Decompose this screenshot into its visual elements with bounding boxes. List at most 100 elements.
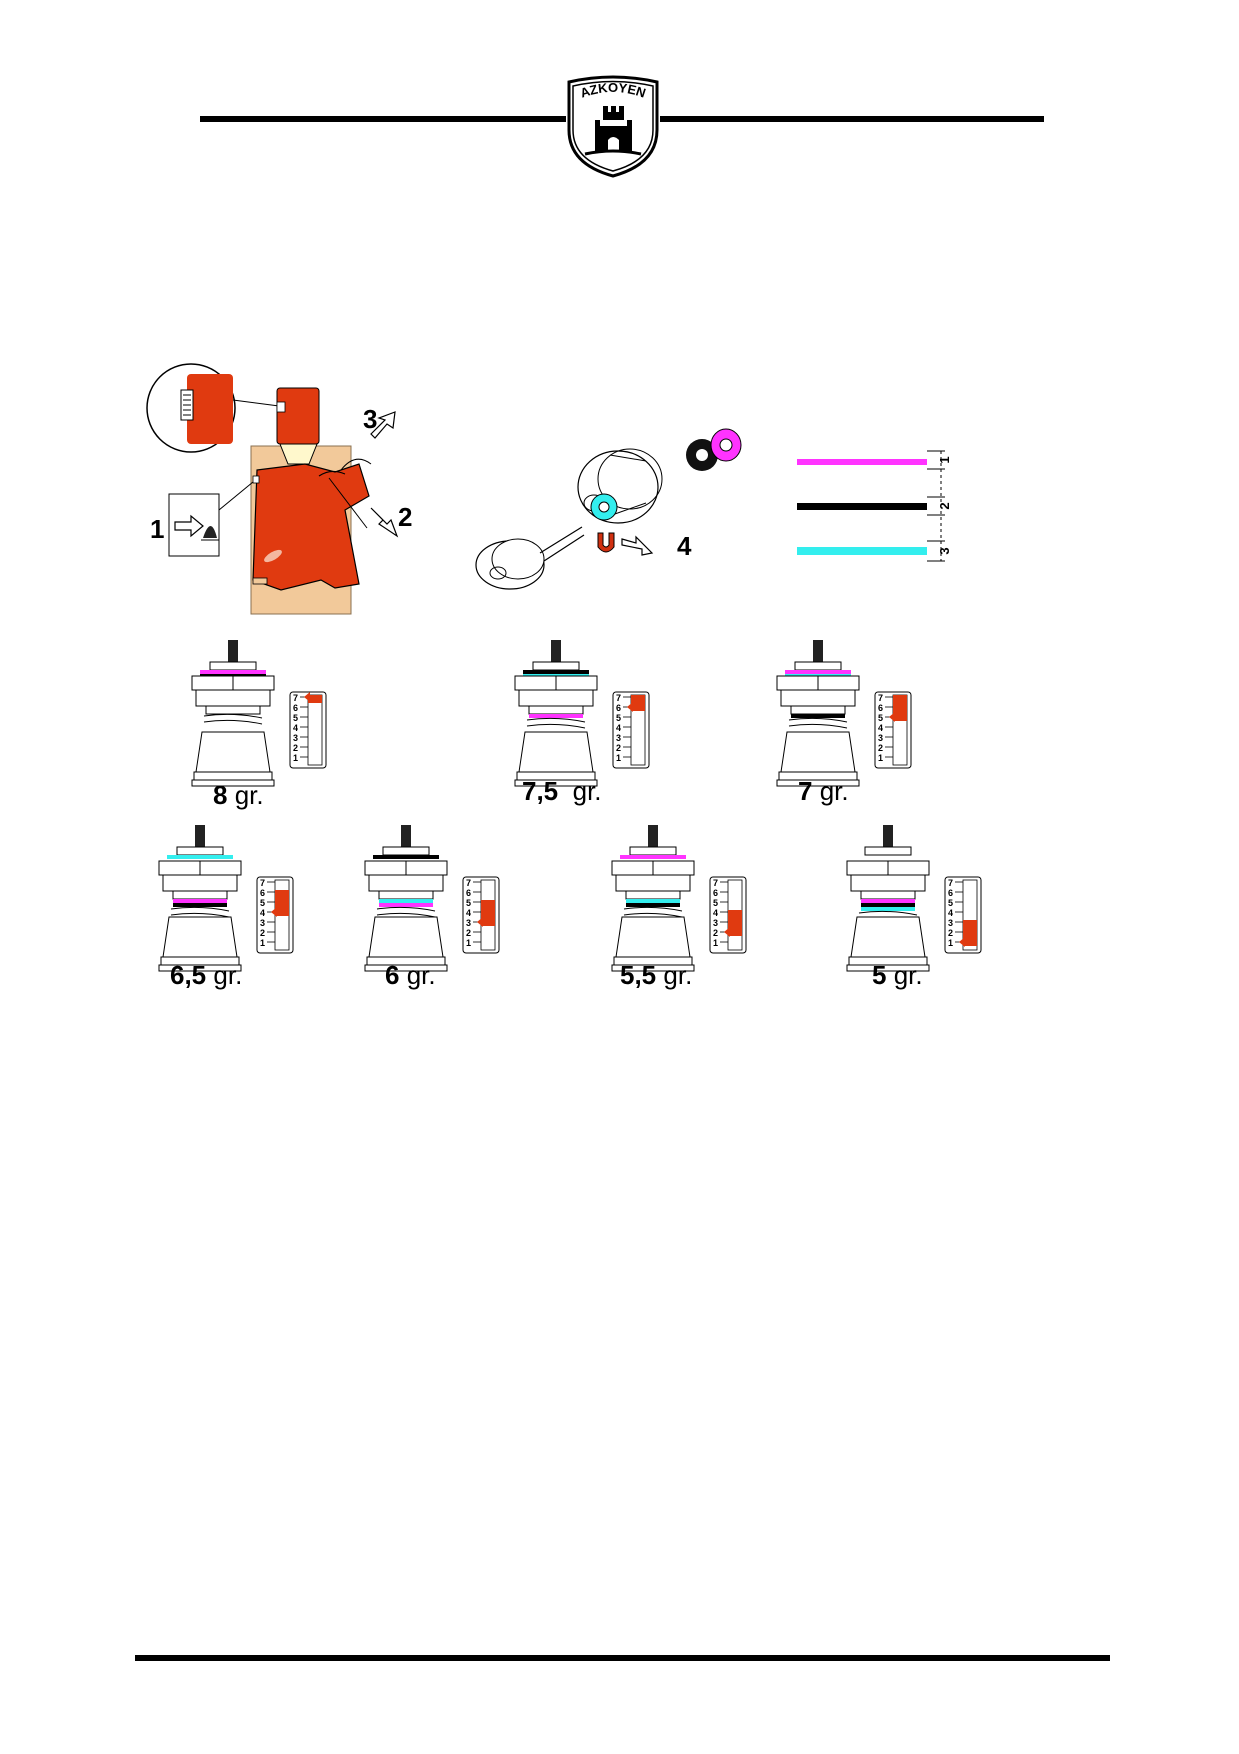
scale-number: 7 bbox=[713, 878, 718, 888]
scale-number: 7 bbox=[948, 878, 953, 888]
weight-label-7: 5 gr. bbox=[872, 960, 923, 991]
scale-level-fill bbox=[308, 695, 322, 703]
scale-number: 2 bbox=[260, 928, 265, 938]
scale-number: 3 bbox=[878, 733, 883, 743]
scale-number: 1 bbox=[260, 938, 265, 948]
scale-level-fill bbox=[481, 900, 495, 926]
scale-number: 7 bbox=[878, 693, 883, 703]
validator-assembly-diagram bbox=[475, 428, 742, 590]
scale-number: 5 bbox=[713, 898, 718, 908]
scale-number: 2 bbox=[466, 928, 471, 938]
weight-label-3: 7 gr. bbox=[798, 776, 849, 807]
svg-text:AZKOYEN: AZKOYEN bbox=[578, 80, 647, 101]
scale-number: 6 bbox=[948, 888, 953, 898]
scale-pointer bbox=[627, 702, 633, 712]
weight-unit: gr. bbox=[656, 960, 693, 990]
scale-pointer bbox=[271, 907, 277, 917]
machine-diagram bbox=[146, 363, 399, 615]
scale-number: 3 bbox=[948, 918, 953, 928]
scale-number: 2 bbox=[948, 928, 953, 938]
scale-number: 3 bbox=[713, 918, 718, 928]
weight-unit: gr. bbox=[812, 776, 849, 806]
scale-number: 3 bbox=[616, 733, 621, 743]
scale-pointer bbox=[304, 692, 310, 702]
scale-number: 7 bbox=[293, 693, 298, 703]
scale-number: 6 bbox=[878, 703, 883, 713]
scale-level-fill bbox=[631, 695, 645, 711]
scale-number: 5 bbox=[293, 713, 298, 723]
washer-legend-label-1: 1 bbox=[937, 456, 952, 463]
washer-legend: 1 2 3 bbox=[797, 450, 952, 562]
footer-rule bbox=[135, 1655, 1110, 1661]
scale-pointer bbox=[959, 937, 965, 947]
scale-pointer bbox=[889, 712, 895, 722]
scale-pointer bbox=[724, 927, 730, 937]
scale-number: 6 bbox=[260, 888, 265, 898]
scale-number: 4 bbox=[878, 723, 883, 733]
weight-value: 6 bbox=[385, 960, 400, 990]
washer-legend-line-1 bbox=[797, 459, 927, 465]
scale-number: 4 bbox=[260, 908, 265, 918]
scale-number: 6 bbox=[466, 888, 471, 898]
scale-number: 1 bbox=[466, 938, 471, 948]
scale-number: 7 bbox=[466, 878, 471, 888]
scale-number: 6 bbox=[293, 703, 298, 713]
weight-value: 8 bbox=[213, 780, 228, 810]
scale-number: 5 bbox=[616, 713, 621, 723]
scale-number: 5 bbox=[948, 898, 953, 908]
weight-unit: gr. bbox=[558, 776, 602, 806]
scale-number: 3 bbox=[293, 733, 298, 743]
scale-number: 2 bbox=[293, 743, 298, 753]
scale-number: 4 bbox=[616, 723, 621, 733]
weight-value: 7,5 bbox=[522, 776, 559, 806]
weight-unit: gr. bbox=[399, 960, 436, 990]
step-number-2: 2 bbox=[398, 502, 413, 532]
weight-label-6: 5,5 gr. bbox=[620, 960, 692, 991]
weight-unit: gr. bbox=[886, 960, 923, 990]
scale-number: 5 bbox=[260, 898, 265, 908]
weight-label-2: 7,5 gr. bbox=[522, 776, 602, 807]
weight-value: 5 bbox=[872, 960, 887, 990]
scale-number: 1 bbox=[713, 938, 718, 948]
azkoyen-logo: AZKOYEN bbox=[567, 75, 659, 178]
weight-value: 5,5 bbox=[620, 960, 657, 990]
washer-legend-label-3: 3 bbox=[937, 547, 952, 554]
scale-number: 4 bbox=[948, 908, 953, 918]
scale-number: 1 bbox=[293, 753, 298, 763]
scale-number: 6 bbox=[713, 888, 718, 898]
scale-number: 1 bbox=[878, 753, 883, 763]
washer-legend-line-3 bbox=[797, 547, 927, 555]
scale-level-fill bbox=[275, 890, 289, 916]
step-number-1: 1 bbox=[150, 514, 165, 544]
scale-number: 2 bbox=[713, 928, 718, 938]
weight-value: 6,5 bbox=[170, 960, 207, 990]
scale-level-fill bbox=[893, 695, 907, 721]
scale-number: 5 bbox=[878, 713, 883, 723]
scale-number: 2 bbox=[616, 743, 621, 753]
scale-number: 2 bbox=[878, 743, 883, 753]
scale-number: 3 bbox=[466, 918, 471, 928]
weight-label-5: 6 gr. bbox=[385, 960, 436, 991]
washer-legend-label-2: 2 bbox=[937, 502, 952, 509]
scale-number: 3 bbox=[260, 918, 265, 928]
scale-number: 1 bbox=[948, 938, 953, 948]
scale-number: 7 bbox=[260, 878, 265, 888]
header-rule-left bbox=[200, 116, 566, 122]
step-number-4: 4 bbox=[677, 531, 692, 561]
weight-unit: gr. bbox=[206, 960, 243, 990]
scale-level-fill bbox=[728, 910, 742, 936]
scale-number: 4 bbox=[293, 723, 298, 733]
washer-legend-line-2 bbox=[797, 503, 927, 510]
scale-pointer bbox=[477, 917, 483, 927]
scale-number: 7 bbox=[616, 693, 621, 703]
weight-value: 7 bbox=[798, 776, 813, 806]
logo-text: AZKOYEN bbox=[578, 80, 647, 101]
weight-unit: gr. bbox=[227, 780, 264, 810]
scale-number: 4 bbox=[713, 908, 718, 918]
